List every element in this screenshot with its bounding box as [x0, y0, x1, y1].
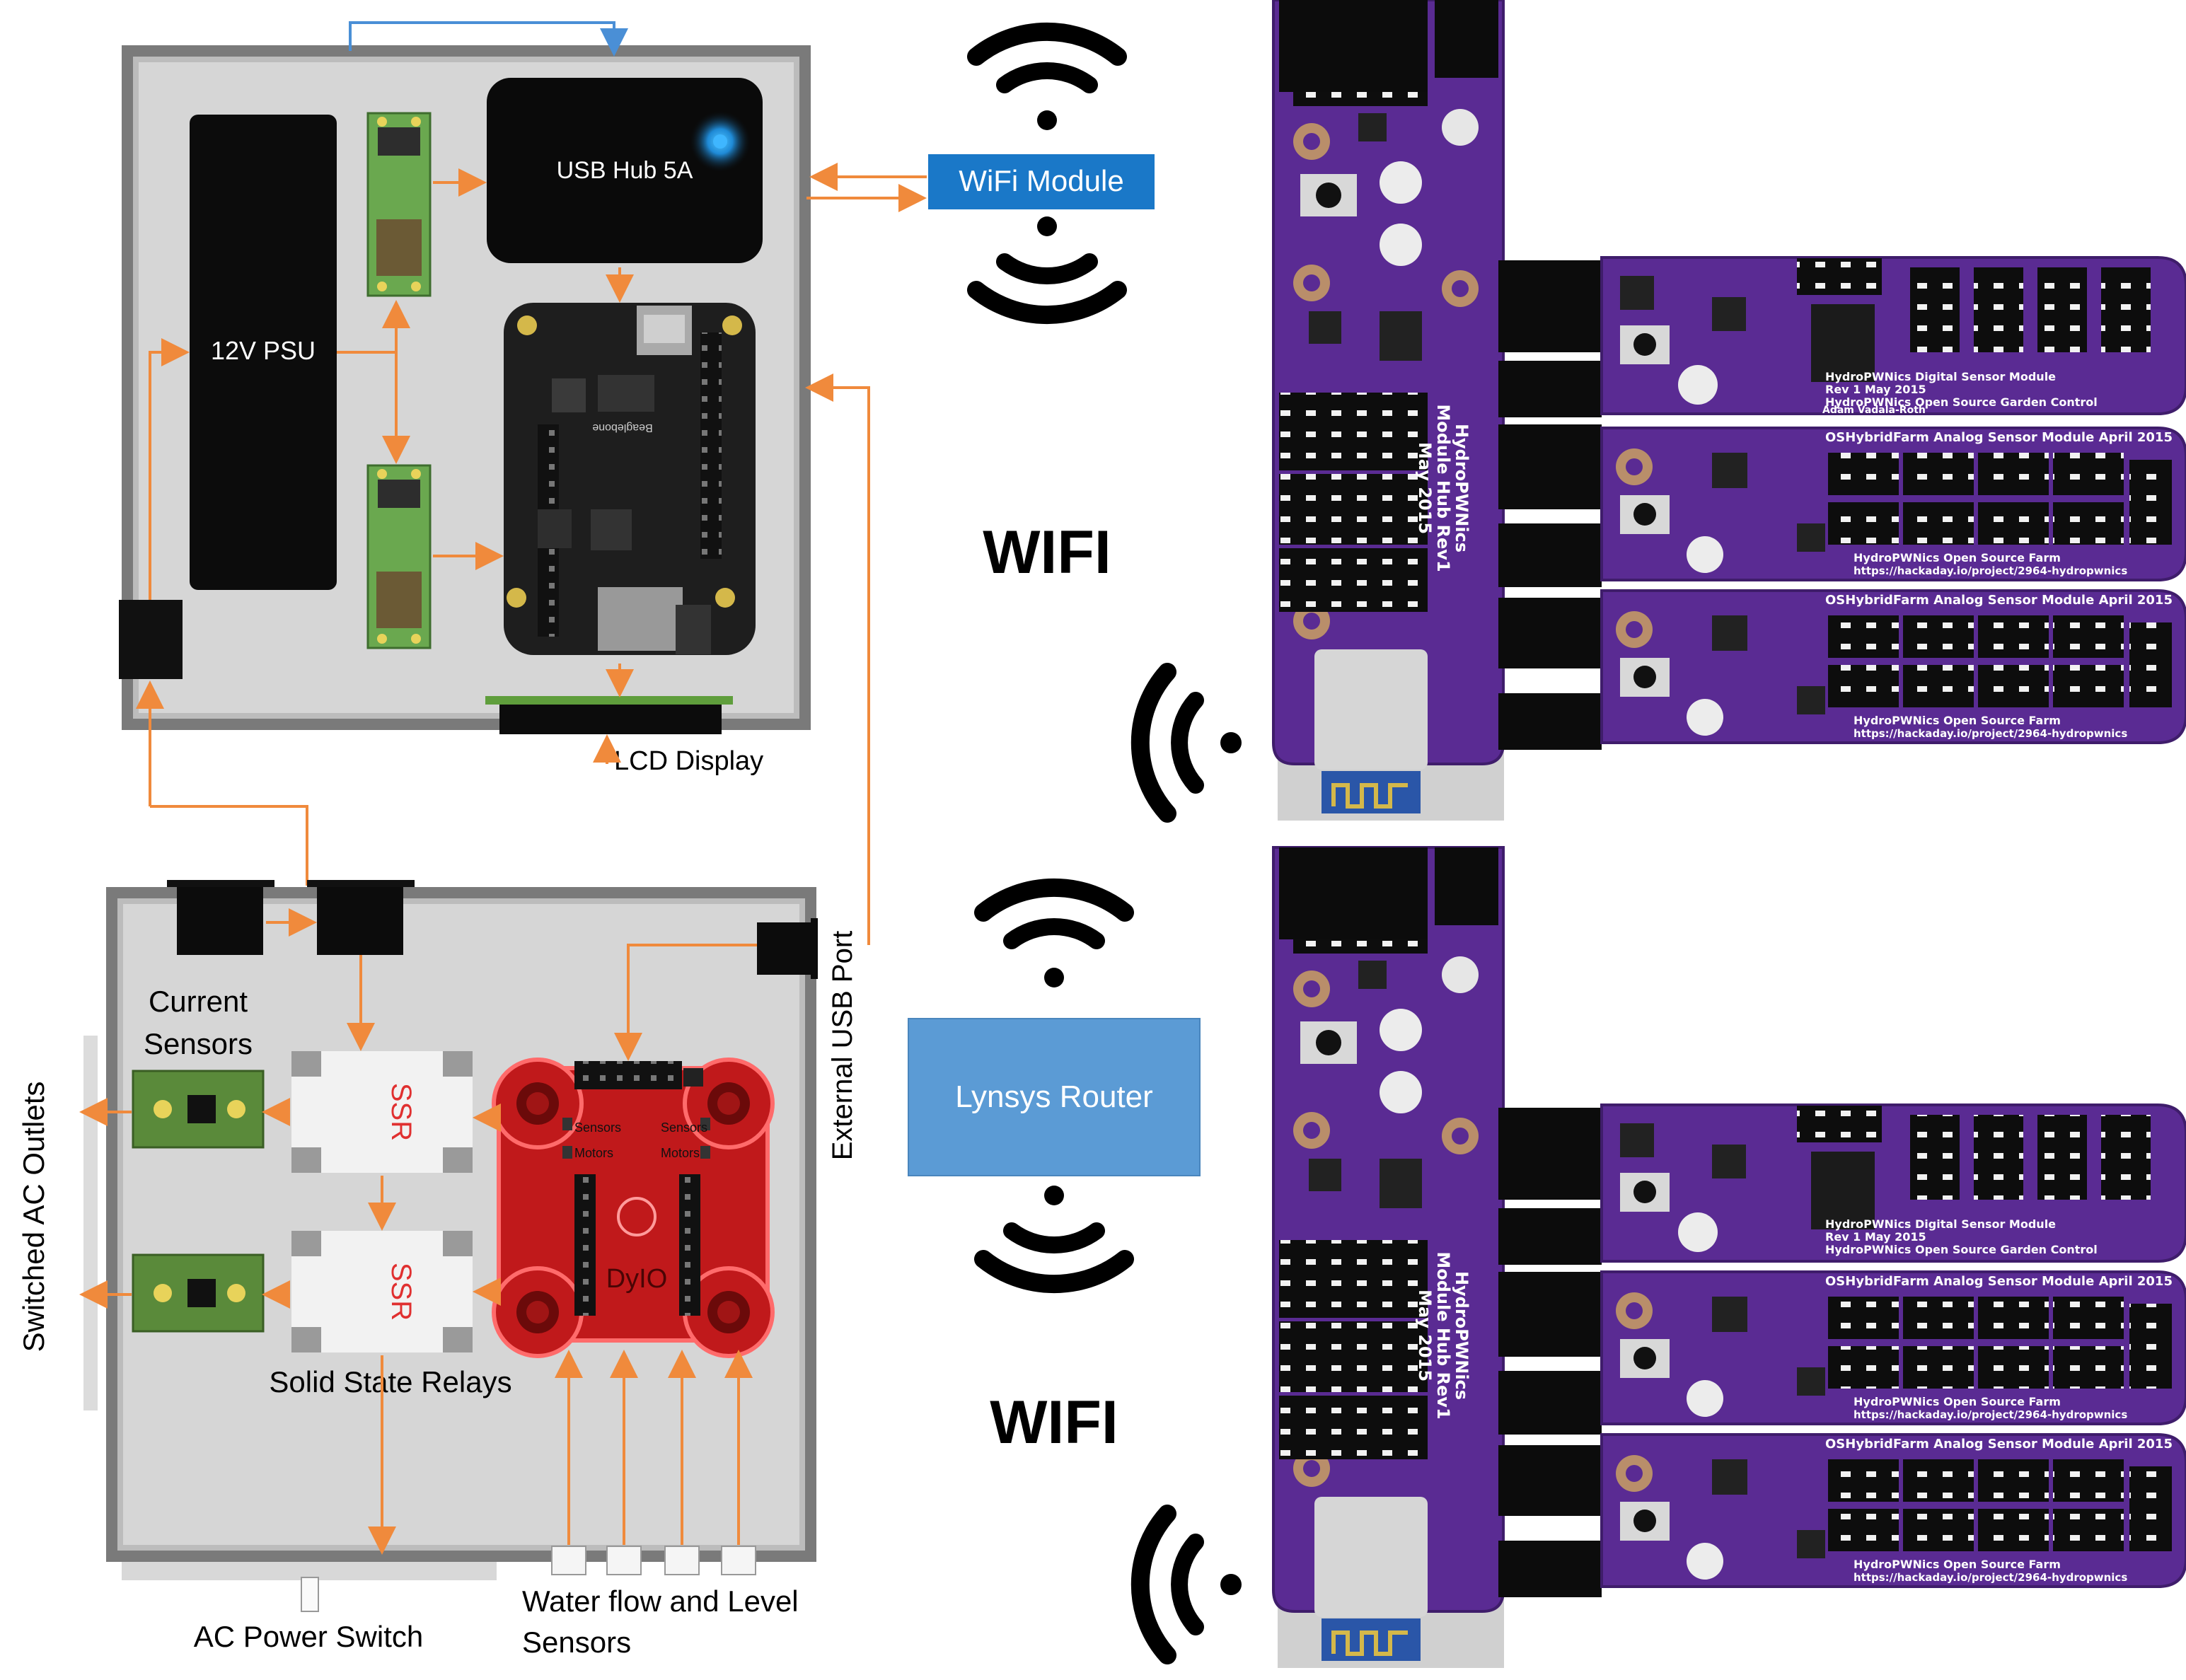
dc-jack — [119, 600, 183, 679]
pcb-stack-top: HydroPWNics Module Hub Rev1 May 2015 Hyd… — [1272, 0, 2186, 821]
voltage-regulator-top — [366, 112, 432, 297]
ssr-bottom: SSR — [291, 1231, 473, 1352]
hub-title-1-bottom: HydroPWNics — [1452, 1271, 1471, 1400]
analog-url-bottom-2: https://hackaday.io/project/2964-hydropw… — [1854, 1571, 2127, 1584]
outlets-label: Switched AC Outlets — [17, 1082, 50, 1352]
router-wifi-up-icon — [974, 878, 1134, 987]
psu-12v: 12V PSU — [190, 115, 337, 590]
dyio-label: DyIO — [606, 1264, 668, 1294]
wifi-signal-up-icon — [967, 22, 1127, 130]
router-wifi-down-icon — [974, 1186, 1134, 1294]
analog-sub-bottom-1: HydroPWNics Open Source Farm — [1854, 1395, 2061, 1408]
usb-hub: USB Hub 5A — [487, 78, 763, 263]
wifi-module-label: WiFi Module — [959, 164, 1123, 197]
router-label: Lynsys Router — [955, 1079, 1153, 1114]
current-sensor-bottom — [132, 1253, 265, 1333]
wifi-label-top: WIFI — [983, 519, 1111, 586]
analog-sub-top-2: HydroPWNics Open Source Farm — [1854, 714, 2061, 727]
pcb-stack-bottom: HydroPWNics Module Hub Rev1 May 2015 Hyd… — [1272, 846, 2186, 1668]
beaglebone-label: Beaglebone — [592, 422, 653, 434]
relays-label: Solid State Relays — [269, 1365, 511, 1398]
dyio-board: Sensors Motors Sensors Motors DyIO — [492, 1058, 775, 1358]
ac-switch-label: AC Power Switch — [194, 1620, 423, 1653]
digital-designer-top: Adam Vadala-Roth — [1822, 405, 1926, 416]
analog-title-top-1: OSHybridFarm Analog Sensor Module April … — [1825, 430, 2173, 445]
wifi-label-bottom: WIFI — [990, 1389, 1118, 1456]
node-wifi-icon-bottom — [1130, 1505, 1242, 1664]
dyio-motors-right: Motors — [661, 1146, 700, 1160]
digital-rev-top: Rev 1 May 2015 — [1825, 383, 1926, 396]
voltage-regulator-bottom — [366, 464, 432, 649]
ssr-bottom-label: SSR — [386, 1263, 417, 1321]
analog-url-top-1: https://hackaday.io/project/2964-hydropw… — [1854, 564, 2127, 577]
analog-sub-top-1: HydroPWNics Open Source Farm — [1854, 551, 2061, 564]
wifi-signal-down-icon — [967, 216, 1127, 325]
hub-title-1-top: HydroPWNics — [1452, 424, 1471, 552]
dyio-sensors-right: Sensors — [661, 1120, 707, 1135]
analog-title-top-2: OSHybridFarm Analog Sensor Module April … — [1825, 593, 2173, 608]
hub-title-2-top: Module Hub Rev1 — [1433, 404, 1453, 572]
lcd-label: LCD Display — [614, 746, 763, 776]
usb-port-label: External USB Port — [827, 931, 858, 1161]
lcd-display — [485, 696, 733, 734]
psu-label: 12V PSU — [211, 336, 316, 365]
current-sensor-top — [132, 1070, 265, 1149]
beaglebone-board: Beaglebone — [504, 303, 756, 655]
wifi-module-link-arrows — [806, 163, 927, 212]
ssr-top-label: SSR — [386, 1083, 417, 1141]
digital-rev-bottom: Rev 1 May 2015 — [1825, 1230, 1926, 1244]
analog-title-bottom-2: OSHybridFarm Analog Sensor Module April … — [1825, 1437, 2173, 1452]
current-sensors-label-2: Sensors — [144, 1027, 253, 1060]
digital-title-bottom: HydroPWNics Digital Sensor Module — [1825, 1217, 2056, 1231]
water-sensors-label-1: Water flow and Level — [522, 1585, 799, 1618]
controller-arrows — [136, 168, 634, 886]
hub-title-3-top: May 2015 — [1415, 442, 1435, 534]
hub-title-3-bottom: May 2015 — [1415, 1290, 1435, 1381]
digital-sub-bottom: HydroPWNics Open Source Garden Control — [1825, 1243, 2098, 1256]
analog-url-top-2: https://hackaday.io/project/2964-hydropw… — [1854, 727, 2127, 740]
water-sensors-label-2: Sensors — [522, 1626, 631, 1659]
analog-sub-bottom-2: HydroPWNics Open Source Farm — [1854, 1558, 2061, 1571]
current-sensors-label-1: Current — [149, 985, 248, 1018]
digital-sub-top: HydroPWNics Open Source Garden Control — [1825, 395, 2098, 409]
water-sensors — [551, 1546, 756, 1575]
analog-url-bottom-1: https://hackaday.io/project/2964-hydropw… — [1854, 1408, 2127, 1421]
router: Lynsys Router — [908, 1018, 1201, 1176]
blue-loop-arrow — [349, 21, 628, 57]
usb-hub-label: USB Hub 5A — [557, 157, 693, 184]
node-wifi-icon-top — [1130, 663, 1242, 823]
dyio-sensors-left: Sensors — [574, 1120, 621, 1135]
digital-title-top: HydroPWNics Digital Sensor Module — [1825, 370, 2056, 383]
power-box-connectors — [167, 880, 818, 979]
dyio-motors-left: Motors — [574, 1146, 613, 1160]
ssr-top: SSR — [291, 1051, 473, 1173]
wifi-module: WiFi Module — [928, 154, 1155, 209]
hub-title-2-bottom: Module Hub Rev1 — [1433, 1251, 1453, 1419]
analog-title-bottom-1: OSHybridFarm Analog Sensor Module April … — [1825, 1274, 2173, 1289]
power-box-arrows — [79, 373, 870, 1555]
